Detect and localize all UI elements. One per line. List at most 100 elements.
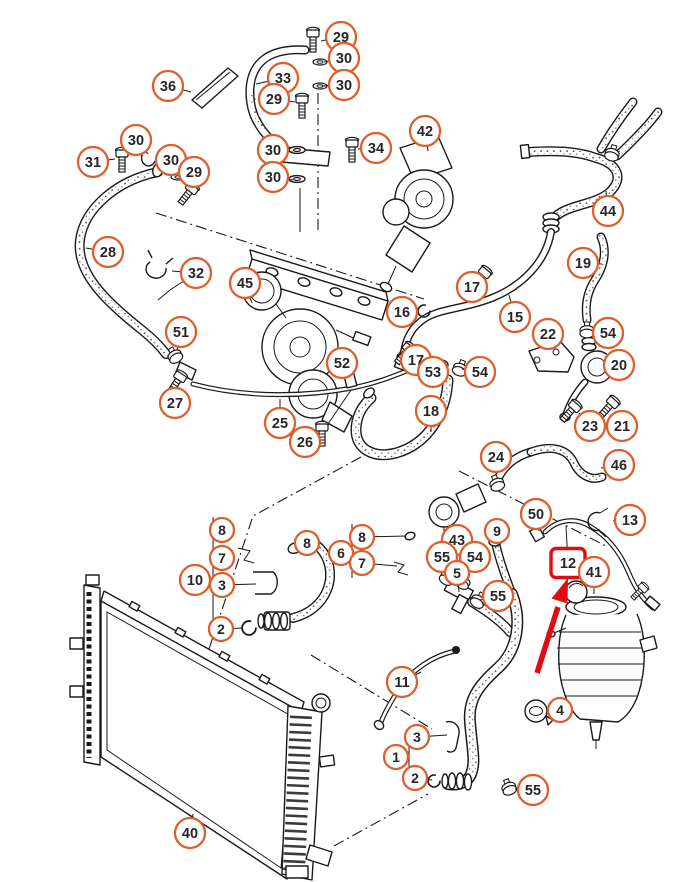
callout-42[interactable]: 42 (408, 114, 442, 148)
callout-number: 2 (411, 770, 419, 786)
callout-circle (455, 270, 489, 304)
callout-number: 30 (265, 143, 281, 159)
callout-54[interactable]: 54 (591, 316, 625, 350)
callout-circle (591, 316, 625, 350)
lower-hose-drawing (373, 588, 524, 791)
callout-number: 16 (394, 305, 410, 321)
callout-16[interactable]: 16 (385, 295, 419, 329)
callout-44[interactable]: 44 (591, 194, 625, 228)
callout-labels: 2930303329363030344231303029442832451917… (76, 20, 647, 850)
callout-30[interactable]: 30 (327, 41, 361, 75)
callout-19[interactable]: 19 (566, 246, 600, 280)
callout-20[interactable]: 20 (602, 348, 636, 382)
callout-41[interactable]: 41 (577, 555, 611, 589)
callout-55[interactable]: 55 (481, 579, 515, 613)
callout-29[interactable]: 29 (177, 155, 211, 189)
callout-circle (256, 160, 290, 194)
callout-53[interactable]: 53 (416, 355, 450, 389)
callout-circle (613, 503, 647, 537)
callout-number: 1 (392, 749, 400, 765)
callout-36[interactable]: 36 (151, 69, 185, 103)
callout-number: 6 (337, 545, 345, 561)
callout-26[interactable]: 26 (288, 425, 322, 459)
callout-circle (288, 425, 322, 459)
callout-23[interactable]: 23 (573, 409, 607, 443)
callout-circle (498, 300, 532, 334)
callout-10[interactable]: 10 (178, 563, 212, 597)
callout-9[interactable]: 9 (483, 517, 511, 545)
callout-number: 7 (218, 550, 226, 566)
callout-22[interactable]: 22 (531, 317, 565, 351)
callout-32[interactable]: 32 (179, 256, 213, 290)
callout-8[interactable]: 8 (348, 523, 376, 551)
callout-number: 50 (528, 507, 544, 523)
callout-55[interactable]: 55 (516, 773, 550, 807)
callout-circle (385, 295, 419, 329)
callout-8[interactable]: 8 (293, 529, 321, 557)
callout-circle (573, 409, 607, 443)
callout-number: 55 (434, 550, 450, 566)
callout-50[interactable]: 50 (519, 497, 553, 531)
callout-7[interactable]: 7 (208, 544, 236, 572)
callout-21[interactable]: 21 (605, 409, 639, 443)
callout-3[interactable]: 3 (403, 723, 431, 751)
callout-circle (348, 549, 376, 577)
callout-number: 13 (622, 513, 638, 529)
callout-2[interactable]: 2 (401, 764, 429, 792)
callout-31[interactable]: 31 (76, 145, 110, 179)
callout-24[interactable]: 24 (479, 440, 513, 474)
callout-circle (458, 540, 492, 574)
callout-circle (228, 266, 262, 300)
callout-28[interactable]: 28 (91, 235, 125, 269)
callout-54[interactable]: 54 (458, 540, 492, 574)
callout-25[interactable]: 25 (263, 406, 297, 440)
callout-number: 40 (182, 826, 198, 842)
callout-circle (91, 235, 125, 269)
callout-46[interactable]: 46 (602, 448, 636, 482)
callout-1[interactable]: 1 (382, 743, 410, 771)
callout-circle (546, 696, 574, 724)
callout-circle (416, 355, 450, 389)
callout-6[interactable]: 6 (327, 539, 355, 567)
callout-30[interactable]: 30 (256, 133, 290, 167)
callout-2[interactable]: 2 (207, 615, 235, 643)
callout-circle (208, 544, 236, 572)
callout-number: 11 (394, 675, 409, 691)
pump-42-drawing (379, 135, 454, 293)
callout-5[interactable]: 5 (443, 559, 471, 587)
callout-29[interactable]: 29 (257, 82, 291, 116)
callout-51[interactable]: 51 (164, 315, 198, 349)
callout-circle (519, 497, 553, 531)
callout-54[interactable]: 54 (463, 355, 497, 389)
callout-11[interactable]: 11 (385, 665, 419, 699)
callout-30[interactable]: 30 (327, 68, 361, 102)
callout-13[interactable]: 13 (613, 503, 647, 537)
callout-number: 15 (507, 310, 523, 326)
callout-number: 31 (85, 155, 101, 171)
callout-52[interactable]: 52 (325, 346, 359, 380)
callout-number: 41 (586, 565, 602, 581)
callout-circle (408, 114, 442, 148)
callout-circle (327, 68, 361, 102)
callout-30[interactable]: 30 (119, 123, 153, 157)
callout-circle (566, 246, 600, 280)
callout-30[interactable]: 30 (256, 160, 290, 194)
callout-34[interactable]: 34 (359, 131, 393, 165)
callout-circle (208, 571, 236, 599)
callout-circle (76, 145, 110, 179)
callout-15[interactable]: 15 (498, 300, 532, 334)
callout-7[interactable]: 7 (348, 549, 376, 577)
callout-circle (177, 155, 211, 189)
callout-3[interactable]: 3 (208, 571, 236, 599)
callout-8[interactable]: 8 (208, 516, 236, 544)
callout-17[interactable]: 17 (455, 270, 489, 304)
oil-pipe-25-drawing (190, 364, 420, 425)
callout-40[interactable]: 40 (173, 816, 207, 850)
callout-number: 22 (540, 327, 556, 343)
callout-18[interactable]: 18 (414, 394, 448, 428)
callout-number: 30 (336, 78, 352, 94)
callout-4[interactable]: 4 (546, 696, 574, 724)
callout-27[interactable]: 27 (158, 386, 192, 420)
callout-number: 33 (275, 71, 291, 87)
callout-45[interactable]: 45 (228, 266, 262, 300)
